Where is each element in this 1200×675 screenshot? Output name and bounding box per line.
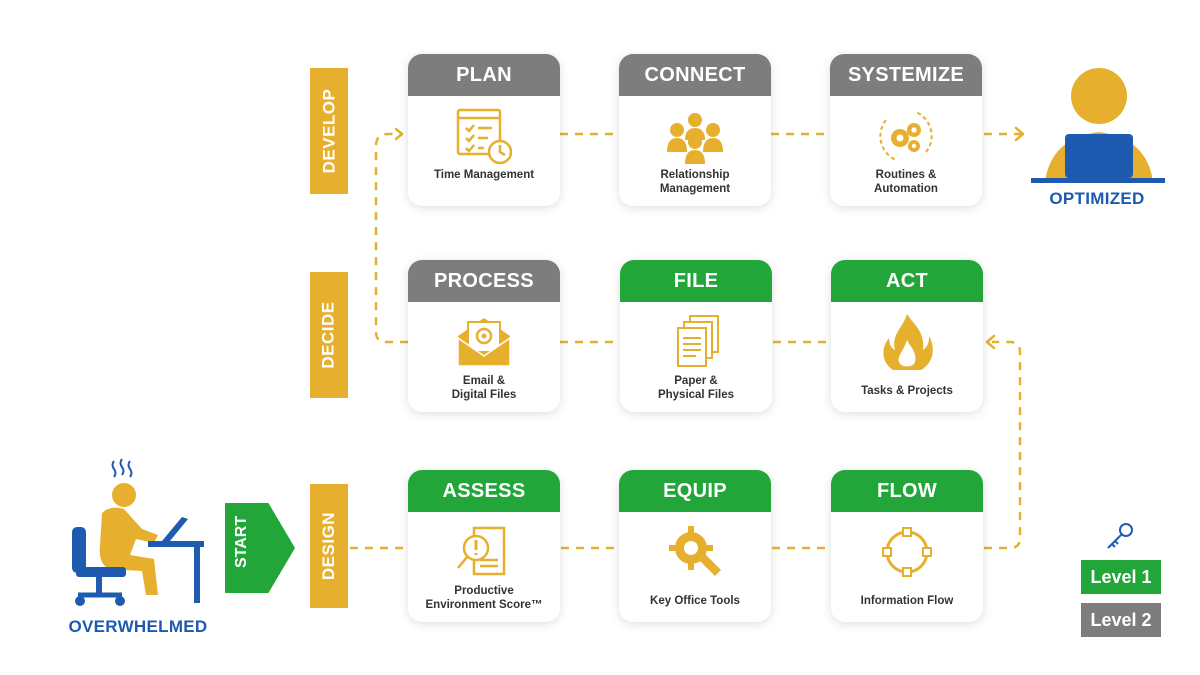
card-process: PROCESS Email & Digital Files [408,260,560,412]
card-equip: EQUIP Key Office Tools [619,470,771,622]
card-caption: Paper & Physical Files [657,375,735,401]
fire-icon [883,314,933,370]
card-title: PROCESS [408,260,560,302]
card-caption: Tasks & Projects [861,385,953,397]
schedule-clock-icon [456,108,513,165]
card-file: FILE Paper & Physical Files [620,260,772,412]
card-caption: Key Office Tools [650,595,740,607]
card-caption: Productive Environment Score™ [425,585,543,611]
card-caption: Routines & Automation [874,169,938,195]
card-flow: FLOW Information Flow [831,470,983,622]
card-connect: CONNECT Relationship Management [619,54,771,206]
card-title: SYSTEMIZE [830,54,982,96]
overwhelmed-label: OVERWHELMED [68,617,208,636]
phase-design: DESIGN [310,484,348,608]
phase-develop: DEVELOP [310,68,348,194]
email-envelope-icon [457,318,511,367]
card-systemize: SYSTEMIZE Routines & Automation [830,54,982,206]
card-title: ACT [831,260,983,302]
people-group-icon [667,113,723,164]
card-caption: Time Management [433,169,535,181]
gears-cycle-icon [879,111,933,161]
circular-flow-icon [882,527,932,577]
card-title: FLOW [831,470,983,512]
overwhelmed-person-icon [72,458,204,606]
card-title: FILE [620,260,772,302]
magnifier-document-icon [457,526,506,576]
card-title: PLAN [408,54,560,96]
card-title: EQUIP [619,470,771,512]
card-title: ASSESS [408,470,560,512]
card-act: ACT Tasks & Projects [831,260,983,412]
key-icon [1107,523,1133,549]
card-caption: Information Flow [860,595,954,607]
card-plan: PLAN Time Management [408,54,560,206]
legend-level-2: Level 2 [1081,603,1161,637]
paper-stack-icon [677,315,719,367]
card-caption: Email & Digital Files [451,375,517,401]
optimized-label: OPTIMIZED [1049,189,1145,208]
card-title: CONNECT [619,54,771,96]
card-caption: Relationship Management [659,169,731,195]
wrench-gear-icon [669,526,721,576]
optimized-person-icon [1031,68,1165,183]
phase-decide: DECIDE [310,272,348,398]
legend-level-1: Level 1 [1081,560,1161,594]
card-assess: ASSESS Productive Environment Score™ [408,470,560,622]
